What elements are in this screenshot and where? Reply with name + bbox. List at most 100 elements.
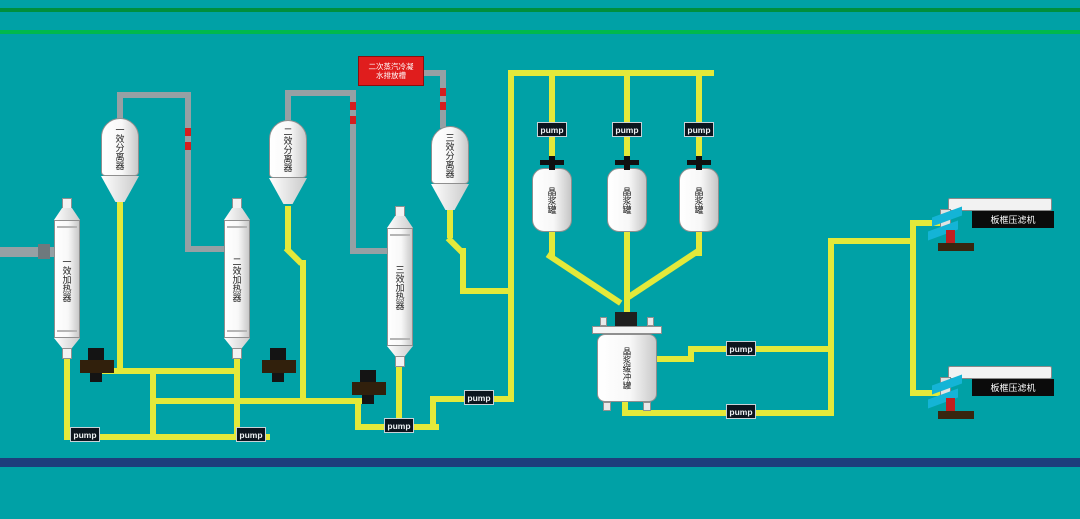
pipe-segment: [430, 396, 436, 430]
steam-pipe-segment: [285, 90, 356, 96]
valve-band[interactable]: [440, 88, 446, 96]
pipe-segment: [150, 368, 156, 440]
slurry-tank-2-label: 晶浆罐: [621, 186, 632, 214]
red-tag-line2: 水排放槽: [376, 71, 406, 80]
valve-band[interactable]: [440, 102, 446, 110]
separator-3[interactable]: 三效分离器: [431, 126, 469, 184]
pump-badge[interactable]: pump: [384, 418, 414, 433]
pump-badge-label: pump: [467, 392, 491, 403]
heater-2-top-stub: [232, 198, 242, 209]
pump-badge[interactable]: pump: [726, 404, 756, 419]
separator-1[interactable]: 一效分离器: [101, 118, 139, 176]
valve-band[interactable]: [350, 102, 356, 110]
heater-1[interactable]: 一效加热器: [54, 220, 80, 338]
buffer-tank-motor: [615, 312, 637, 326]
pump-badge[interactable]: pump: [236, 427, 266, 442]
filter-press-beam: [948, 366, 1052, 379]
pump-badge[interactable]: pump: [70, 427, 100, 442]
heater-1-bottom-stub: [62, 348, 72, 359]
separator-2[interactable]: 二效分离器: [269, 120, 307, 178]
pipe-segment: [654, 356, 694, 362]
filter-press-2[interactable]: 板框压滤机: [928, 364, 1060, 428]
pipe-segment: [828, 238, 916, 244]
pipe-segment: [64, 358, 70, 440]
pump-motor-block[interactable]: [270, 348, 286, 360]
steam-pipe-segment: [117, 92, 191, 98]
pipe-segment: [508, 70, 714, 76]
filter-press-1[interactable]: 板框压滤机: [928, 196, 1060, 260]
buffer-tank-top-post: [600, 317, 607, 326]
pump-badge[interactable]: pump: [612, 122, 642, 137]
pipe-segment: [117, 202, 123, 372]
pipe-segment: [688, 346, 834, 352]
pump-motor-block[interactable]: [360, 370, 376, 382]
agitator-icon: [615, 160, 639, 165]
pump-motor-block[interactable]: [88, 348, 104, 360]
filter-press-red-part: [946, 230, 955, 245]
pipe-segment: [549, 70, 555, 170]
pipe-segment: [545, 252, 623, 306]
pipe-segment: [688, 346, 694, 362]
heater-1-top-cone: [54, 208, 80, 220]
heater-1-top-stub: [62, 198, 72, 209]
filter-press-beam: [948, 198, 1052, 211]
pump-badge-label: pump: [387, 420, 411, 431]
buffer-tank-flange: [592, 326, 662, 334]
slurry-tank-1[interactable]: 晶浆罐: [532, 168, 572, 232]
heater-2-bottom-cone: [224, 338, 250, 348]
pipe-segment: [624, 230, 630, 330]
pump-badge[interactable]: pump: [464, 390, 494, 405]
pump-body-block: [352, 382, 386, 395]
heater-2[interactable]: 二效加热器: [224, 220, 250, 338]
pump-foot-block: [362, 395, 374, 404]
filter-press-base: [938, 411, 974, 419]
buffer-tank[interactable]: 晶浆缓冲罐: [597, 334, 657, 402]
pipe-segment: [696, 230, 702, 256]
pump-badge-label: pump: [615, 124, 639, 135]
filter-press-1-label: 板框压滤机: [972, 211, 1054, 228]
pump-badge-label: pump: [687, 124, 711, 135]
pipe-segment: [460, 288, 514, 294]
slurry-tank-3-label: 晶浆罐: [693, 186, 704, 214]
buffer-tank-leg: [603, 402, 611, 411]
green-line-second: [0, 30, 1080, 34]
tube-sheet-line: [227, 226, 247, 228]
pipe-segment: [828, 238, 834, 416]
heater-3[interactable]: 三效加热器: [387, 228, 413, 346]
slurry-tank-1-label: 晶浆罐: [546, 186, 557, 214]
heater-3-top-stub: [395, 206, 405, 217]
pipe-segment: [624, 70, 630, 170]
heater-2-bottom-stub: [232, 348, 242, 359]
pipe-segment: [150, 398, 362, 404]
pipe-segment: [910, 220, 950, 226]
pump-badge-label: pump: [540, 124, 564, 135]
buffer-tank-label: 晶浆缓冲罐: [622, 346, 632, 390]
pump-badge[interactable]: pump: [726, 341, 756, 356]
slurry-tank-3[interactable]: 晶浆罐: [679, 168, 719, 232]
separator-3-cone: [431, 184, 469, 210]
valve-band[interactable]: [185, 142, 191, 150]
heater-1-bottom-cone: [54, 338, 80, 348]
pipe-segment: [910, 220, 916, 396]
heater-3-top-cone: [387, 216, 413, 228]
pipe-segment: [549, 230, 555, 256]
pump-badge-label: pump: [729, 406, 753, 417]
steam-pipe-segment: [0, 247, 56, 257]
buffer-tank-leg: [643, 402, 651, 411]
steam-pipe-cap: [38, 244, 50, 259]
steam-pipe-segment: [350, 90, 356, 254]
pump-badge[interactable]: pump: [684, 122, 714, 137]
valve-band[interactable]: [185, 128, 191, 136]
valve-band[interactable]: [350, 116, 356, 124]
red-tag: 二次蒸汽冷凝 水排放槽: [358, 56, 424, 86]
heater-1-label: 一效加热器: [61, 256, 72, 302]
pipe-segment: [396, 366, 402, 430]
pump-badge-label: pump: [73, 429, 97, 440]
slurry-tank-2[interactable]: 晶浆罐: [607, 168, 647, 232]
separator-1-label: 一效分离器: [114, 124, 125, 170]
pump-badge[interactable]: pump: [537, 122, 567, 137]
filter-press-base: [938, 243, 974, 251]
red-tag-line1: 二次蒸汽冷凝: [368, 61, 414, 71]
green-line-top: [0, 8, 1080, 12]
